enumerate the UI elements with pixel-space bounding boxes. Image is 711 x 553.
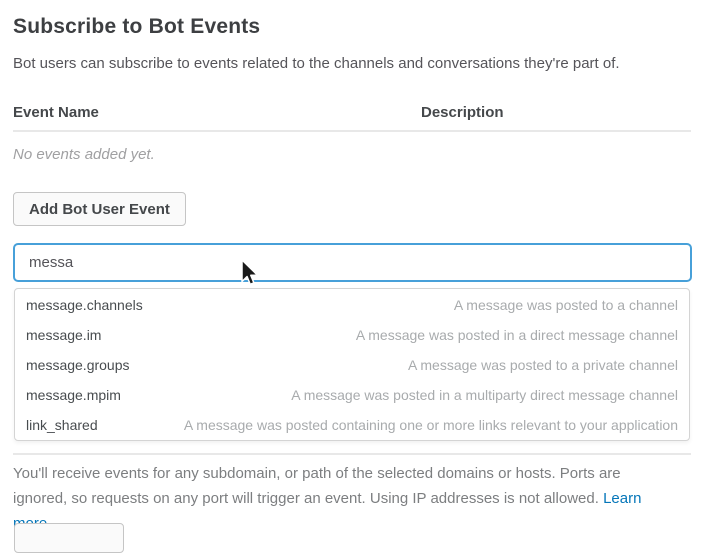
partial-bottom-button[interactable]	[14, 523, 124, 553]
suggestion-name: message.im	[26, 327, 102, 343]
suggestion-description: A message was posted to a channel	[453, 297, 678, 313]
events-footer-note: You'll receive events for any subdomain,…	[13, 461, 678, 536]
suggestion-description: A message was posted to a private channe…	[407, 357, 678, 373]
page-title: Subscribe to Bot Events	[13, 15, 261, 38]
suggestion-name: message.groups	[26, 357, 130, 373]
suggestion-message-groups[interactable]: message.groups A message was posted to a…	[15, 350, 689, 380]
event-search-input[interactable]	[13, 243, 692, 282]
footer-note-text: You'll receive events for any subdomain,…	[13, 465, 621, 507]
column-header-description: Description	[421, 104, 504, 121]
suggestion-message-channels[interactable]: message.channels A message was posted to…	[15, 290, 689, 320]
subscribe-bot-events-page: Subscribe to Bot Events Bot users can su…	[13, 15, 692, 553]
suggestion-message-im[interactable]: message.im A message was posted in a dir…	[15, 320, 689, 350]
suggestion-description: A message was posted in a direct message…	[355, 327, 678, 343]
suggestion-name: link_shared	[26, 417, 98, 433]
empty-events-message: No events added yet.	[13, 146, 155, 163]
event-suggestions-dropdown: message.channels A message was posted to…	[14, 288, 690, 441]
column-header-event-name: Event Name	[13, 104, 99, 121]
page-subtitle: Bot users can subscribe to events relate…	[13, 55, 620, 72]
suggestion-description: A message was posted in a multiparty dir…	[291, 387, 678, 403]
suggestion-name: message.mpim	[26, 387, 121, 403]
table-header-divider	[13, 130, 691, 132]
suggestion-name: message.channels	[26, 297, 143, 313]
suggestion-link-shared[interactable]: link_shared A message was posted contain…	[15, 410, 689, 440]
add-bot-user-event-button[interactable]: Add Bot User Event	[13, 192, 186, 226]
suggestion-description: A message was posted containing one or m…	[183, 417, 678, 433]
suggestion-message-mpim[interactable]: message.mpim A message was posted in a m…	[15, 380, 689, 410]
section-divider	[13, 453, 691, 455]
